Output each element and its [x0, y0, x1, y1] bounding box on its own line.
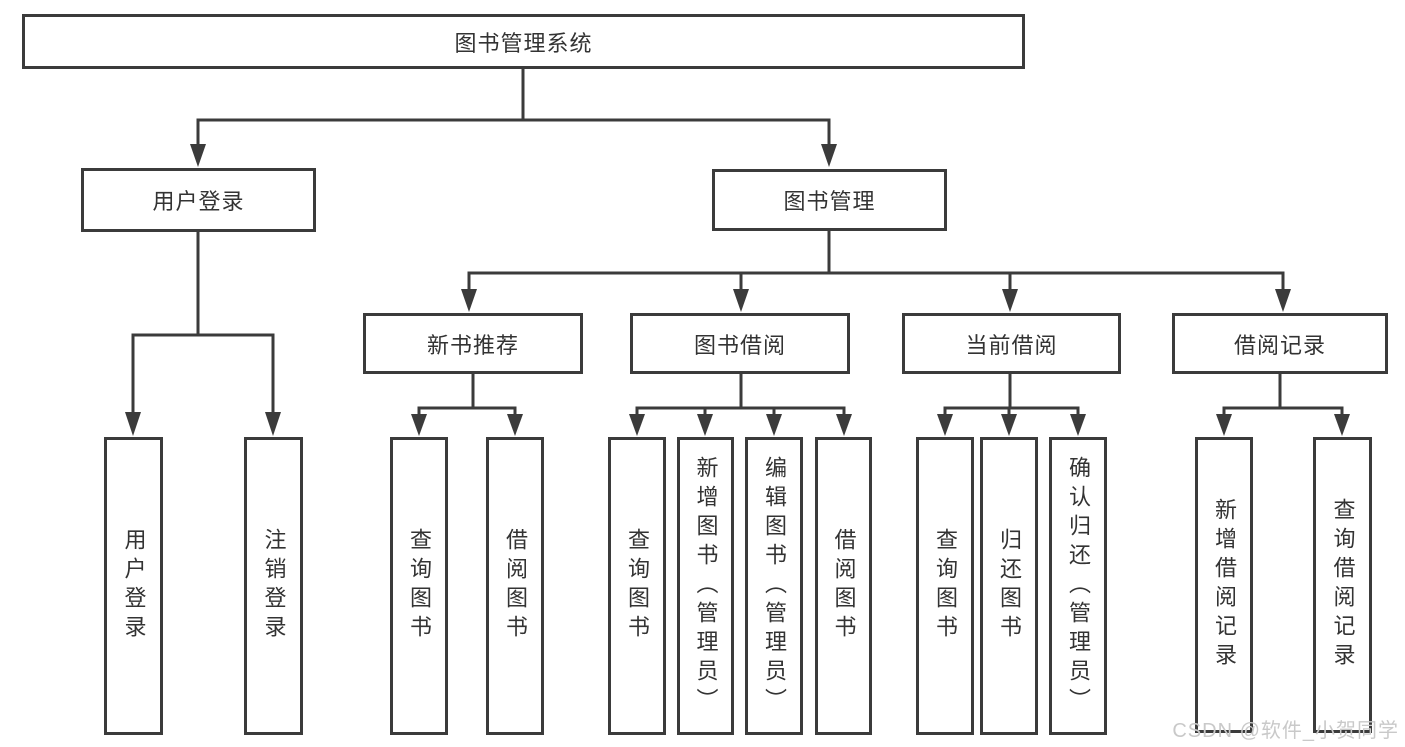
- node-borrow-records: 借阅记录: [1172, 313, 1388, 374]
- node-current-borrow: 当前借阅: [902, 313, 1121, 374]
- leaf-borrow-books: 借阅图书: [815, 437, 872, 735]
- node-user-login: 用户登录: [81, 168, 316, 232]
- leaf-borrow-books-recommend: 借阅图书: [486, 437, 544, 735]
- leaf-query-borrow-record: 查询借阅记录: [1313, 437, 1372, 733]
- leaf-query-books-recommend: 查询图书: [390, 437, 448, 735]
- leaf-edit-book-admin: 编辑图书（管理员）: [745, 437, 803, 735]
- leaf-user-login: 用户登录: [104, 437, 163, 735]
- leaf-query-books-current: 查询图书: [916, 437, 974, 735]
- node-root: 图书管理系统: [22, 14, 1025, 69]
- node-book-management: 图书管理: [712, 169, 947, 231]
- leaf-return-book: 归还图书: [980, 437, 1038, 735]
- leaf-query-books-borrow: 查询图书: [608, 437, 666, 735]
- leaf-add-book-admin: 新增图书（管理员）: [677, 437, 734, 735]
- leaf-logout: 注销登录: [244, 437, 303, 735]
- watermark: CSDN @软件_小贺同学: [1172, 720, 1399, 742]
- node-book-borrow: 图书借阅: [630, 313, 850, 374]
- leaf-add-borrow-record: 新增借阅记录: [1195, 437, 1253, 733]
- leaf-confirm-return-admin: 确认归还（管理员）: [1049, 437, 1107, 735]
- node-new-book-recommend: 新书推荐: [363, 313, 583, 374]
